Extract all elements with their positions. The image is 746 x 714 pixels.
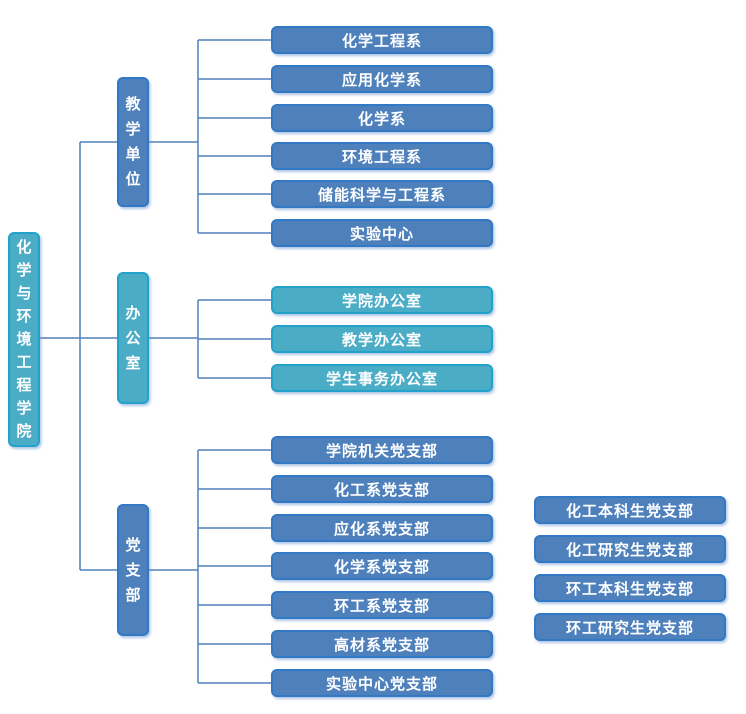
leaf-label: 环境工程系 — [341, 147, 422, 166]
leaf-dept-chemical-engineering: 化学工程系 — [271, 26, 493, 54]
leaf-dept-chemistry: 化学系 — [271, 104, 493, 132]
leaf-label: 化学系 — [357, 109, 406, 128]
leaf-label: 实验中心党支部 — [325, 674, 438, 693]
group-node-offices: 办公室 — [117, 272, 149, 404]
leaf-label: 环工研究生党支部 — [565, 618, 694, 637]
group-node-party-branches: 党支部 — [117, 504, 149, 636]
group-node-label: 党支部 — [125, 535, 141, 604]
leaf-label: 实验中心 — [349, 224, 414, 243]
leaf-branch-experiment-center: 实验中心党支部 — [271, 669, 493, 697]
leaf-branch-applied-chem-dept: 应化系党支部 — [271, 514, 493, 542]
leaf-teaching-office: 教学办公室 — [271, 325, 493, 353]
leaf-branch-enveng-grad: 环工研究生党支部 — [534, 613, 726, 641]
leaf-label: 化工系党支部 — [333, 480, 430, 499]
leaf-student-affairs-office: 学生事务办公室 — [271, 364, 493, 392]
leaf-label: 化工研究生党支部 — [565, 540, 694, 559]
leaf-label: 教学办公室 — [341, 330, 422, 349]
leaf-label: 化学工程系 — [341, 31, 422, 50]
group-node-label: 办公室 — [125, 303, 141, 372]
leaf-dept-energy-storage: 储能科学与工程系 — [271, 180, 493, 208]
root-node-label: 化学与环境工程学院 — [16, 238, 32, 440]
leaf-label: 化工本科生党支部 — [565, 501, 694, 520]
leaf-branch-advanced-materials-dept: 高材系党支部 — [271, 630, 493, 658]
leaf-experiment-center: 实验中心 — [271, 219, 493, 247]
leaf-branch-chemistry-dept: 化学系党支部 — [271, 552, 493, 580]
connector-path — [39, 39, 271, 684]
leaf-college-office: 学院办公室 — [271, 286, 493, 314]
leaf-label: 学院机关党支部 — [325, 441, 438, 460]
leaf-branch-enveng-undergrad: 环工本科生党支部 — [534, 574, 726, 602]
leaf-branch-chemeng-undergrad: 化工本科生党支部 — [534, 496, 726, 524]
group-node-teaching-units: 教学单位 — [117, 77, 149, 207]
leaf-label: 环工本科生党支部 — [565, 579, 694, 598]
leaf-label: 储能科学与工程系 — [317, 185, 446, 204]
leaf-branch-college-organ: 学院机关党支部 — [271, 436, 493, 464]
leaf-label: 应用化学系 — [341, 70, 422, 89]
leaf-dept-environmental-engineering: 环境工程系 — [271, 142, 493, 170]
leaf-label: 化学系党支部 — [333, 557, 430, 576]
leaf-dept-applied-chemistry: 应用化学系 — [271, 65, 493, 93]
leaf-label: 学院办公室 — [341, 291, 422, 310]
leaf-branch-chemical-eng-dept: 化工系党支部 — [271, 475, 493, 503]
leaf-label: 环工系党支部 — [333, 596, 430, 615]
leaf-branch-chemeng-grad: 化工研究生党支部 — [534, 535, 726, 563]
leaf-label: 应化系党支部 — [333, 519, 430, 538]
group-node-label: 教学单位 — [125, 95, 141, 188]
leaf-label: 高材系党支部 — [333, 635, 430, 654]
root-node-college: 化学与环境工程学院 — [8, 232, 40, 447]
leaf-branch-env-eng-dept: 环工系党支部 — [271, 591, 493, 619]
leaf-label: 学生事务办公室 — [325, 369, 438, 388]
